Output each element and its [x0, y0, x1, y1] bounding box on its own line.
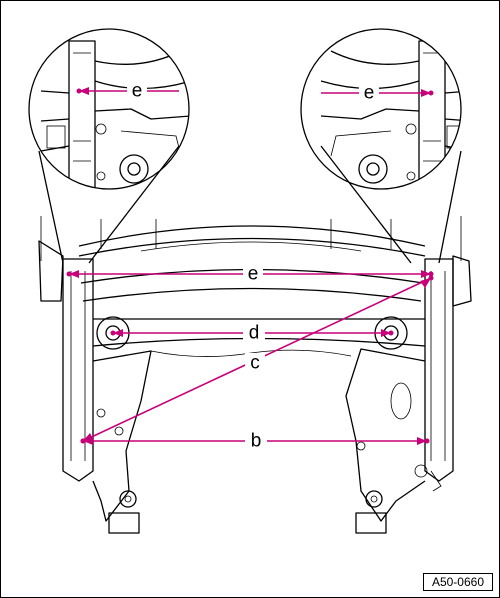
- label-b: b: [251, 431, 262, 452]
- measurement-e-left-detail: e: [76, 81, 179, 102]
- measurement-e-right-detail: e: [321, 83, 434, 104]
- figure-id-badge: A50-0660: [422, 573, 493, 591]
- label-e-left-detail: e: [132, 81, 143, 102]
- measurement-b: b: [80, 430, 430, 452]
- detail-circle-right: [300, 28, 462, 190]
- measurement-d: d: [110, 322, 394, 344]
- measurement-e-main: e: [66, 264, 434, 285]
- zoom-connectors: [38, 145, 462, 264]
- measurement-c: c: [80, 275, 434, 444]
- label-e-right-detail: e: [364, 83, 375, 104]
- label-e-main: e: [248, 264, 259, 285]
- detail-circle-left: [28, 28, 190, 190]
- label-c: c: [250, 353, 260, 374]
- subframe-main: [38, 216, 472, 534]
- label-d: d: [249, 323, 260, 344]
